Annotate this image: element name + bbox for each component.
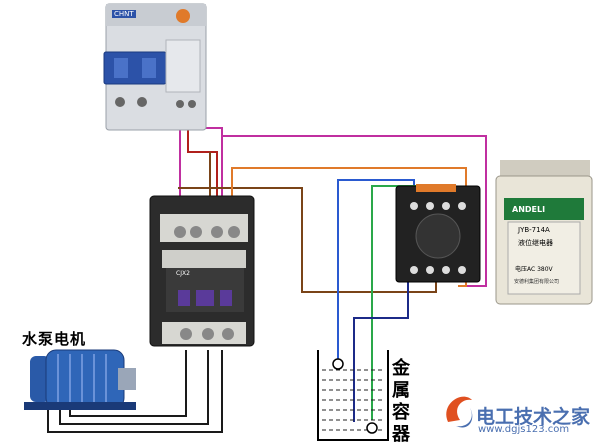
level-relay bbox=[495, 160, 593, 305]
ac-contactor bbox=[149, 195, 255, 347]
watermark-url: www.dgjs123.com bbox=[478, 424, 570, 435]
relay-maker: 安德利集团有限公司 bbox=[514, 279, 560, 285]
container-label: 金属容器 bbox=[392, 358, 410, 445]
contactor-model: CJX2 bbox=[176, 270, 190, 277]
breaker-test-button[interactable] bbox=[176, 9, 190, 23]
relay-name: 液位继电器 bbox=[518, 239, 553, 247]
breaker-handle[interactable] bbox=[103, 51, 167, 85]
water-lines bbox=[322, 369, 384, 431]
watermark-logo-icon bbox=[446, 396, 473, 428]
relay-model: JYB-714A bbox=[518, 226, 550, 234]
wire-orange bbox=[231, 167, 467, 287]
socket-top-screws bbox=[410, 202, 466, 210]
wire-magenta-3 bbox=[222, 135, 487, 287]
probe-high bbox=[332, 358, 344, 370]
breaker-terminals bbox=[115, 97, 196, 108]
probe-low bbox=[366, 422, 378, 434]
watermark-text: 电工技术之家 bbox=[476, 406, 591, 428]
pump-motor bbox=[24, 349, 136, 410]
relay-voltage: 电压AC 380V bbox=[515, 266, 553, 273]
breaker-brand: CHNT bbox=[112, 10, 136, 18]
socket-bottom-screws bbox=[410, 266, 466, 274]
wire-black-1 bbox=[59, 350, 209, 425]
wire-black-2 bbox=[47, 350, 223, 433]
wire-brown-2 bbox=[178, 187, 437, 293]
motor-label: 水泵电机 bbox=[22, 330, 87, 348]
contactor-indicator bbox=[196, 290, 214, 306]
relay-brand: ANDELI bbox=[512, 205, 546, 214]
metal-container bbox=[317, 350, 389, 441]
contactor-top-terminals bbox=[174, 226, 240, 238]
relay-socket bbox=[395, 184, 481, 283]
contactor-bottom-terminals bbox=[180, 328, 234, 340]
circuit-breaker bbox=[103, 3, 207, 131]
